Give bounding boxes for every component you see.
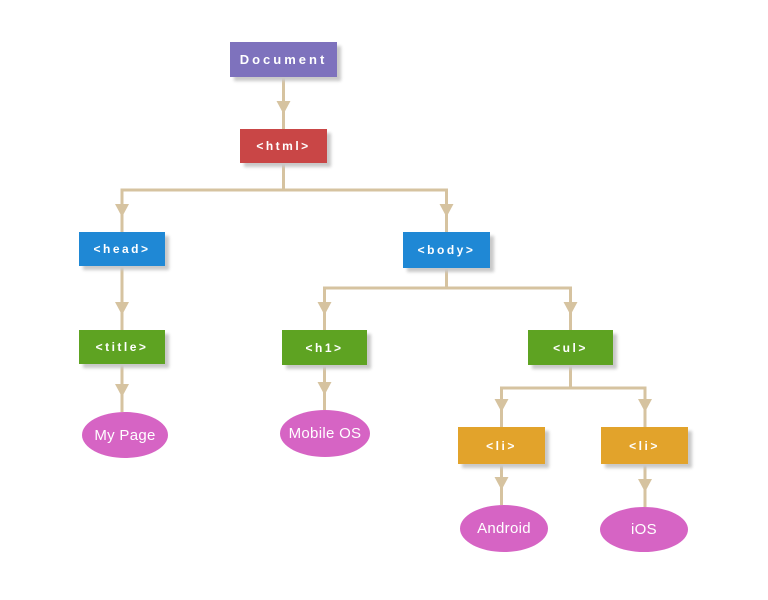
arrow-down-icon (276, 101, 291, 114)
connector-body-h1-ul (323, 286, 572, 330)
node-li-second: <li> (601, 427, 688, 464)
arrow-down-icon (638, 399, 652, 412)
arrow-down-icon (638, 479, 652, 492)
arrow-down-icon (439, 204, 454, 217)
arrow-down-icon (115, 204, 129, 217)
arrow-down-icon (317, 382, 332, 395)
node-h1: <h1> (282, 330, 367, 365)
arrow-down-icon (494, 477, 509, 490)
arrow-down-icon (115, 384, 129, 397)
node-text-mobile-os: Mobile OS (280, 410, 370, 457)
connector-ul-li1-li2 (500, 386, 647, 427)
node-ul: <ul> (528, 330, 613, 365)
arrow-down-icon (494, 399, 509, 412)
arrow-down-icon (115, 302, 129, 315)
node-text-my-page: My Page (82, 412, 168, 458)
node-head: <head> (79, 232, 165, 266)
node-body: <body> (403, 232, 490, 268)
node-html: <html> (240, 129, 327, 163)
connector-html-head-body (120, 188, 448, 232)
node-title: <title> (79, 330, 165, 364)
node-document: Document (230, 42, 337, 77)
arrow-down-icon (563, 302, 578, 315)
node-text-android: Android (460, 505, 548, 552)
arrow-down-icon (317, 302, 332, 315)
node-li-first: <li> (458, 427, 545, 464)
node-text-ios: iOS (600, 507, 688, 552)
